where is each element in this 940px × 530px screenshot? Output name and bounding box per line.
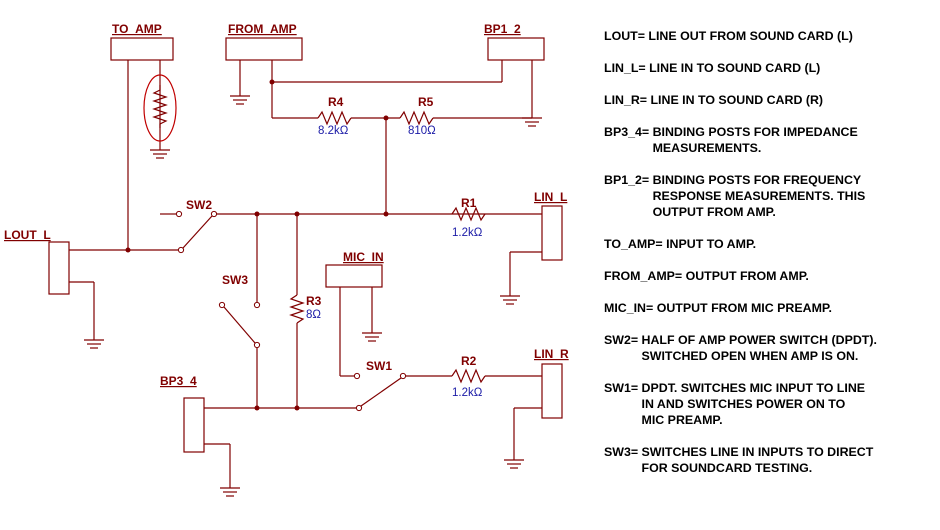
r3-name: R3 (306, 294, 322, 308)
sw2-switch: SW2 (160, 198, 520, 254)
mic-in-connector: MIC_IN (325, 250, 384, 377)
legend-item: MIC_IN= OUTPUT FROM MIC PREAMP. (604, 300, 934, 316)
bp1-2-connector: BP1_2 (484, 22, 545, 127)
ground-icon (362, 332, 382, 342)
r4-r5-divider: R4 8.2kΩ R5 810Ω (272, 95, 532, 214)
r1-name: R1 (461, 196, 477, 210)
lin-r-label: LIN_R (534, 347, 569, 361)
legend-item: SW3= SWITCHES LINE IN INPUTS TO DIRECT F… (604, 444, 934, 476)
legend-key: FROM_AMP= (604, 269, 686, 283)
r2-resistor-group: R2 1.2kΩ (451, 354, 542, 399)
sw3-switch: SW3 (218, 214, 261, 408)
r1-value: 1.2kΩ (452, 227, 483, 239)
r5-value: 810Ω (408, 125, 436, 137)
legend-key: SW1= (604, 381, 642, 395)
r2-value: 1.2kΩ (452, 387, 483, 399)
ground-icon (84, 339, 104, 349)
ground-icon (504, 459, 524, 469)
legend-key: MIC_IN= (604, 301, 657, 315)
to-amp-load-resistor (152, 85, 168, 128)
legend-key: LIN_L= (604, 61, 650, 75)
r4-resistor (317, 110, 352, 126)
legend-item: LIN_L= LINE IN TO SOUND CARD (L) (604, 60, 934, 76)
r5-resistor (399, 110, 434, 126)
to-amp-body (110, 37, 174, 61)
r4-name: R4 (328, 95, 344, 109)
lin-l-connector: LIN_L (500, 190, 567, 305)
lin-r-connector: LIN_R (504, 347, 569, 469)
r2-resistor (451, 368, 486, 384)
lin-l-body (541, 205, 563, 261)
bp3-4-connector: BP3_4 (160, 374, 356, 497)
bp1-2-label: BP1_2 (484, 22, 521, 36)
r1-resistor-group: R1 1.2kΩ (451, 196, 486, 239)
legend-text: LINE IN TO SOUND CARD (L) (649, 61, 821, 75)
lout-l-label: LOUT_L (4, 228, 51, 242)
from-amp-connector: FROM_AMP (225, 22, 503, 118)
mic-in-label: MIC_IN (343, 250, 384, 264)
lout-l-connector: LOUT_L (4, 228, 178, 349)
legend-text: SWITCHES LINE IN INPUTS TO DIRECT FOR SO… (641, 445, 874, 475)
legend-key: TO_AMP= (604, 237, 667, 251)
legend-text: BINDING POSTS FOR IMPEDANCE MEASUREMENTS… (652, 125, 858, 155)
legend-key: LOUT= (604, 29, 649, 43)
sw1-switch: SW1 (353, 359, 452, 412)
r1-resistor (451, 206, 486, 222)
legend-item: BP3_4= BINDING POSTS FOR IMPEDANCE MEASU… (604, 124, 934, 156)
ground-icon (230, 95, 250, 105)
legend-item: LIN_R= LINE IN TO SOUND CARD (R) (604, 92, 934, 108)
legend-key: SW3= (604, 445, 642, 459)
legend-item: SW2= HALF OF AMP POWER SWITCH (DPDT). SW… (604, 332, 934, 364)
legend-text: BINDING POSTS FOR FREQUENCY RESPONSE MEA… (652, 173, 866, 219)
sw2-label: SW2 (186, 198, 212, 212)
sw3-label: SW3 (222, 273, 248, 287)
legend: LOUT= LINE OUT FROM SOUND CARD (L) LIN_L=… (604, 28, 934, 492)
legend-key: BP3_4= (604, 125, 653, 139)
legend-text: LINE OUT FROM SOUND CARD (L) (648, 29, 853, 43)
r3-value: 8Ω (306, 309, 321, 321)
legend-text: DPDT. SWITCHES MIC INPUT TO LINE IN AND … (641, 381, 866, 427)
legend-text: HALF OF AMP POWER SWITCH (DPDT). SWITCHE… (641, 333, 877, 363)
legend-text: OUTPUT FROM MIC PREAMP. (656, 301, 832, 315)
bp3-4-label: BP3_4 (160, 374, 197, 388)
legend-item: SW1= DPDT. SWITCHES MIC INPUT TO LINE IN… (604, 380, 934, 428)
legend-item: LOUT= LINE OUT FROM SOUND CARD (L) (604, 28, 934, 44)
bp3-4-body (183, 397, 205, 453)
highlight-ellipse (143, 74, 177, 142)
ground-icon (150, 149, 170, 159)
ground-icon (522, 117, 542, 127)
from-amp-label: FROM_AMP (228, 22, 297, 36)
legend-item: BP1_2= BINDING POSTS FOR FREQUENCY RESPO… (604, 172, 934, 220)
to-amp-connector: TO_AMP (110, 22, 177, 250)
to-amp-label: TO_AMP (112, 22, 162, 36)
legend-text: LINE IN TO SOUND CARD (R) (650, 93, 824, 107)
mic-in-body (325, 264, 383, 288)
legend-key: LIN_R= (604, 93, 651, 107)
r3-resistor (289, 294, 305, 324)
legend-item: FROM_AMP= OUTPUT FROM AMP. (604, 268, 934, 284)
lout-l-body (48, 241, 70, 295)
from-amp-body (225, 37, 303, 61)
sw1-label: SW1 (366, 359, 392, 373)
lin-r-body (541, 363, 563, 419)
lin-l-label: LIN_L (534, 190, 567, 204)
r2-name: R2 (461, 354, 477, 368)
r3-resistor-group: R3 8Ω (289, 214, 322, 408)
schematic-diagram: TO_AMP FROM_AMP BP1_2 R4 8.2 (4, 22, 569, 497)
ground-icon (500, 295, 520, 305)
legend-key: BP1_2= (604, 173, 653, 187)
legend-item: TO_AMP= INPUT TO AMP. (604, 236, 934, 252)
legend-text: INPUT TO AMP. (666, 237, 757, 251)
legend-key: SW2= (604, 333, 642, 347)
r5-name: R5 (418, 95, 434, 109)
bp1-2-body (487, 37, 545, 61)
ground-icon (220, 487, 240, 497)
r4-value: 8.2kΩ (318, 125, 349, 137)
legend-text: OUTPUT FROM AMP. (685, 269, 809, 283)
